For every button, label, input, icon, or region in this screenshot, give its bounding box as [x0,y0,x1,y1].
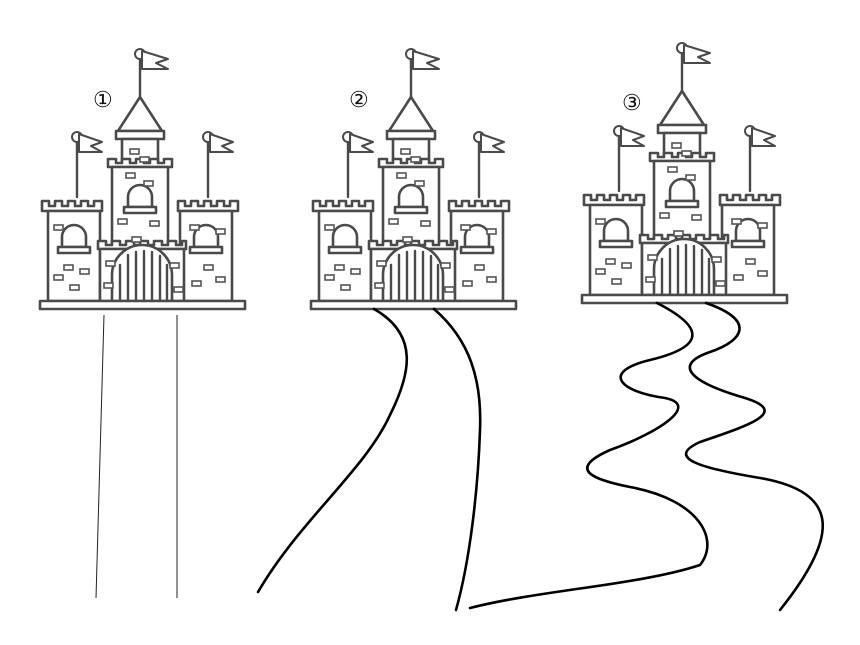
castle-3: ③ [468,41,825,612]
castle-icon [309,47,518,311]
road-2-right [432,307,482,612]
castle-3-label: ③ [622,91,642,116]
road-3-left [468,301,709,610]
road-3-right [684,301,825,612]
castle-2: ② [256,47,518,612]
castle-icon [580,41,789,305]
castle-1-label: ① [93,88,113,113]
castle-2-label: ② [349,88,369,113]
castle-1: ① [38,47,247,599]
road-2-left [256,307,409,594]
castle-icon [38,47,247,311]
road-1-left [95,314,105,599]
